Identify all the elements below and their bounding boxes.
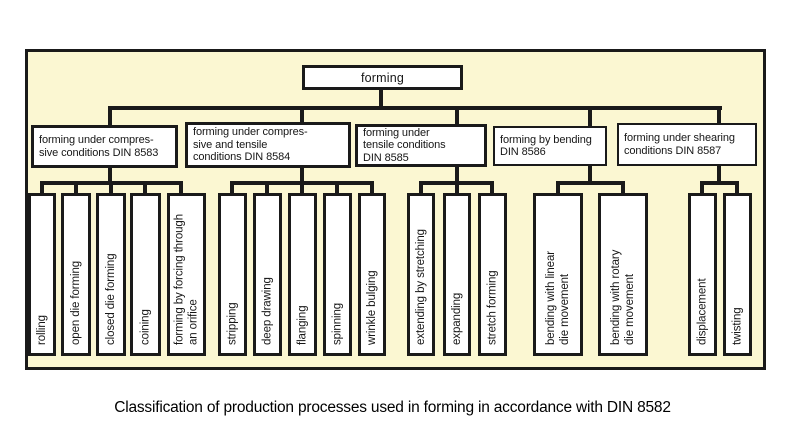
connector-line (700, 181, 704, 195)
category-label: forming under compres- sive conditions D… (39, 134, 159, 159)
connector-line (40, 181, 44, 195)
leaf-label: expanding (451, 292, 463, 345)
leaf-label: open die forming (70, 260, 82, 345)
leaf-label: bending with linear die movement (545, 251, 571, 345)
leaf-node-stripping: stripping (218, 193, 247, 356)
leaf-node-coining: coining (130, 193, 161, 356)
leaf-label: forming by forcing through an orifice (173, 214, 200, 345)
connector-line (300, 166, 304, 184)
connector-line (455, 181, 459, 195)
leaf-label: stretch forming (486, 270, 499, 345)
leaf-node-rolling: rolling (28, 193, 56, 356)
connector-line (419, 181, 423, 195)
leaf-node-displacement: displacement (688, 193, 717, 356)
connector-line (230, 181, 234, 195)
leaf-node-deep-drawing: deep drawing (253, 193, 282, 356)
connector-line (588, 108, 592, 128)
leaf-label: coining (139, 309, 152, 345)
leaf-node-twisting: twisting (723, 193, 752, 356)
category-node-compressive: forming under compres- sive conditions D… (31, 125, 178, 168)
leaf-label: stripping (226, 302, 239, 345)
connector-line (370, 181, 374, 195)
leaf-node-closed-die-forming: closed die forming (96, 193, 126, 356)
category-label: forming under shearing conditions DIN 85… (624, 132, 735, 157)
leaf-label: displacement (696, 278, 709, 345)
leaf-node-bending-with-linear-die-movement: bending with linear die movement (533, 193, 583, 356)
category-label: forming under compres- sive and tensile … (193, 126, 308, 164)
leaf-label: rolling (36, 315, 48, 345)
connector-line (109, 181, 113, 195)
connector-line (735, 181, 739, 195)
leaf-label: spinning (331, 302, 344, 345)
root-node-label: forming (360, 70, 405, 85)
leaf-node-wrinkle-bulging: wrinkle bulging (358, 193, 386, 356)
leaf-label: deep drawing (261, 277, 274, 345)
leaf-label: extending by stretching (415, 229, 427, 345)
diagram-caption: Classification of production processes u… (114, 399, 671, 416)
connector-line (490, 181, 494, 195)
leaf-label: bending with rotary die movement (610, 249, 636, 345)
connector-line (379, 88, 383, 108)
leaf-label: wrinkle bulging (366, 270, 378, 345)
category-label: forming under tensile conditions DIN 858… (363, 126, 446, 164)
category-node-shearing: forming under shearing conditions DIN 85… (617, 123, 757, 166)
connector-line (621, 181, 625, 195)
connector-line (455, 165, 459, 184)
leaf-node-extending-by-stretching: extending by stretching (407, 193, 435, 356)
connector-line (108, 108, 112, 127)
leaf-node-spinning: spinning (323, 193, 352, 356)
connector-line (143, 181, 147, 195)
connector-line (108, 166, 112, 184)
category-label: forming by bending DIN 8586 (500, 133, 592, 159)
connector-line (74, 181, 78, 195)
connector-line (300, 108, 304, 124)
connector-line (335, 181, 339, 195)
leaf-label: flanging (296, 305, 309, 345)
connector-line (300, 181, 304, 195)
leaf-label: twisting (731, 307, 744, 345)
leaf-node-bending-with-rotary-die-movement: bending with rotary die movement (598, 193, 648, 356)
leaf-node-stretch-forming: stretch forming (478, 193, 507, 356)
leaf-node-flanging: flanging (288, 193, 317, 356)
connector-line (717, 164, 721, 184)
category-node-tensile: forming under tensile conditions DIN 858… (355, 124, 487, 167)
connector-line (556, 181, 560, 195)
leaf-node-forming-by-forcing-through-an-orifice: forming by forcing through an orifice (167, 193, 206, 356)
connector-line (588, 164, 592, 184)
connector-line (700, 181, 739, 185)
connector-line (179, 181, 183, 195)
connector-line (265, 181, 269, 195)
connector-line (108, 106, 722, 110)
category-node-bending: forming by bending DIN 8586 (493, 126, 607, 166)
connector-line (455, 108, 459, 126)
leaf-node-open-die-forming: open die forming (61, 193, 91, 356)
leaf-label: closed die forming (105, 253, 117, 345)
connector-line (556, 181, 625, 185)
root-node-forming: forming (302, 65, 463, 90)
leaf-node-expanding: expanding (443, 193, 471, 356)
connector-line (717, 108, 721, 125)
category-node-compressive-and-tensile: forming under compres- sive and tensile … (185, 122, 351, 168)
